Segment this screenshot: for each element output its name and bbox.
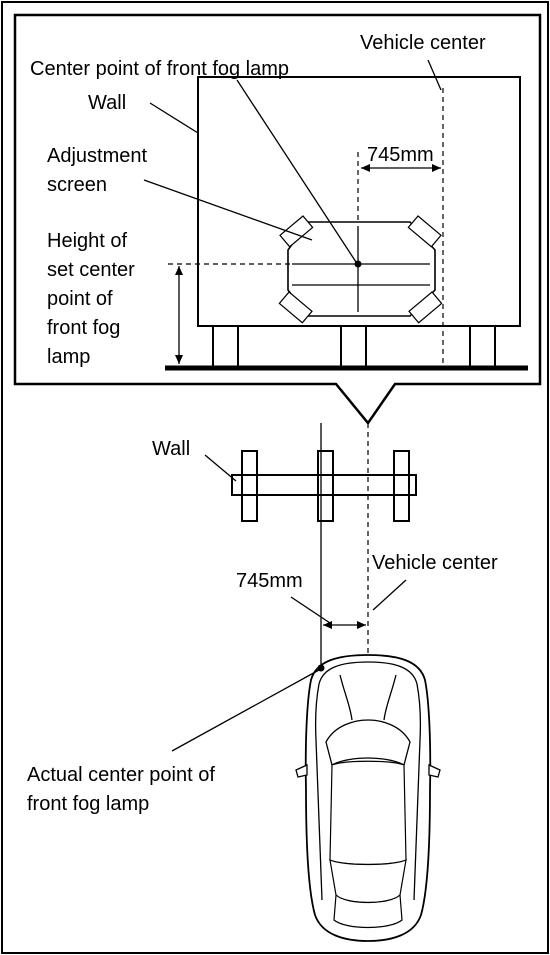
center-point-dot: [354, 260, 362, 268]
leader-745mm-bottom: [290, 596, 331, 624]
vehicle-top-view: [295, 654, 441, 942]
label-actual-center-2: front fog lamp: [27, 793, 149, 815]
leader-vehicle-center-bottom: [372, 579, 407, 611]
leader-actual-center-point: [171, 669, 320, 752]
label-height-2: set center: [47, 259, 135, 281]
label-height-1: Height of: [47, 230, 127, 252]
leader-wall-top: [149, 102, 199, 134]
label-adjustment-screen-2: screen: [47, 174, 107, 196]
label-745mm-top: 745mm: [367, 144, 434, 166]
leader-center-point: [236, 79, 357, 263]
label-height-3: point of: [47, 288, 113, 310]
label-745mm-bottom: 745mm: [236, 570, 303, 592]
label-center-point-front-fog-lamp: Center point of front fog lamp: [30, 58, 289, 80]
label-height-5: lamp: [47, 346, 90, 368]
actual-fog-lamp-dot: [317, 664, 325, 672]
label-vehicle-center-bottom: Vehicle center: [372, 552, 498, 574]
label-actual-center-1: Actual center point of: [27, 764, 215, 786]
label-wall-top: Wall: [88, 92, 126, 114]
leader-wall-bottom: [204, 454, 237, 482]
label-vehicle-center-top: Vehicle center: [360, 32, 486, 54]
leader-adjustment-screen: [143, 179, 313, 241]
leader-vehicle-center-top: [427, 59, 442, 91]
wall-top-view: [231, 450, 417, 522]
adjustment-screen: [278, 215, 443, 324]
label-adjustment-screen-1: Adjustment: [47, 145, 147, 167]
label-wall-bottom: Wall: [152, 438, 190, 460]
label-height-4: front fog: [47, 317, 120, 339]
